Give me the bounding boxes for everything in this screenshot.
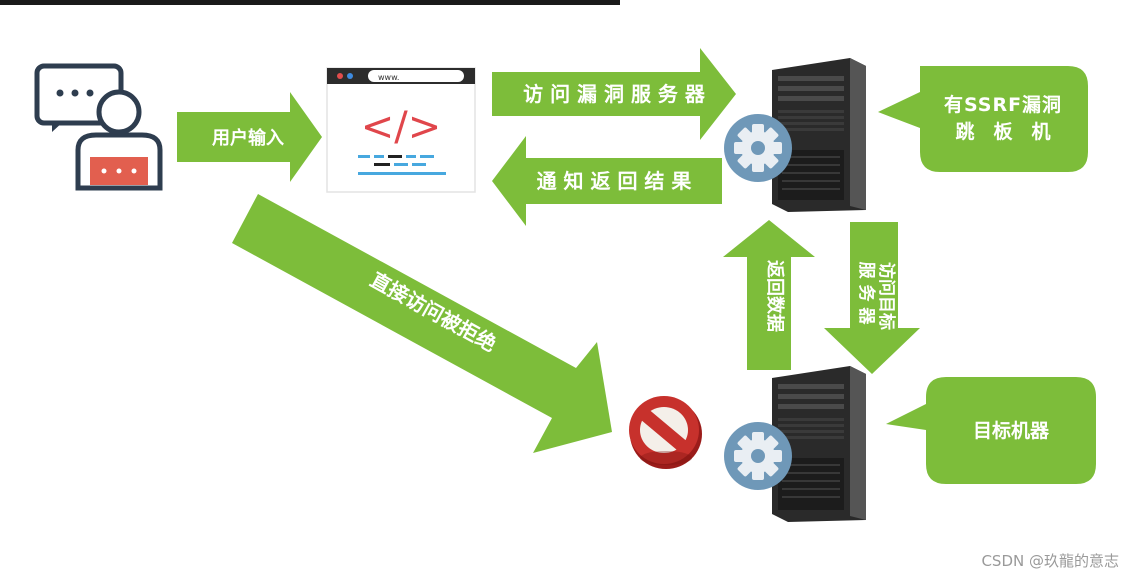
callout-ssrf-line2: 跳 板 机 bbox=[955, 120, 1050, 143]
browser-code-symbol: </> bbox=[361, 104, 442, 150]
callout-ssrf-line1: 有SSRF漏洞 bbox=[944, 93, 1062, 116]
arrow-access-vuln-server-label: 访 问 漏 洞 服 务 器 bbox=[523, 82, 706, 106]
ssrf-server-tower bbox=[772, 58, 866, 212]
watermark: CSDN @玖龍的意志 bbox=[981, 552, 1119, 570]
forbidden-icon bbox=[629, 396, 702, 469]
arrow-user-input: 用户输入 bbox=[177, 92, 322, 182]
arrow-direct-access-denied: 直接访问被拒绝 bbox=[232, 194, 612, 453]
browser-address-text: www. bbox=[378, 73, 399, 82]
browser-code-icon: www. </> bbox=[326, 67, 476, 193]
gear-icon bbox=[724, 422, 792, 490]
target-server-tower bbox=[772, 366, 866, 522]
callout-target-machine: 目标机器 bbox=[886, 377, 1096, 484]
arrow-notify-result: 通 知 返 回 结 果 bbox=[492, 136, 722, 226]
callout-ssrf-jump-host: 有SSRF漏洞 跳 板 机 bbox=[878, 66, 1088, 172]
arrow-access-target-label-line1: 访问目标 bbox=[876, 262, 897, 330]
cropped-heading-strip bbox=[0, 0, 620, 5]
arrow-return-data: 返回数据 bbox=[723, 220, 815, 370]
arrow-user-input-label: 用户输入 bbox=[212, 127, 284, 149]
arrow-notify-result-label: 通 知 返 回 结 果 bbox=[537, 169, 692, 193]
user-chat-icon bbox=[34, 63, 163, 191]
arrow-access-target-server: 访问目标 服 务 器 bbox=[824, 222, 920, 374]
gear-icon bbox=[724, 114, 792, 182]
arrow-access-vuln-server: 访 问 漏 洞 服 务 器 bbox=[492, 48, 736, 140]
arrow-return-data-label: 返回数据 bbox=[764, 260, 786, 332]
arrow-access-target-label-line2: 服 务 器 bbox=[856, 262, 877, 326]
callout-target-machine-label: 目标机器 bbox=[973, 420, 1050, 442]
